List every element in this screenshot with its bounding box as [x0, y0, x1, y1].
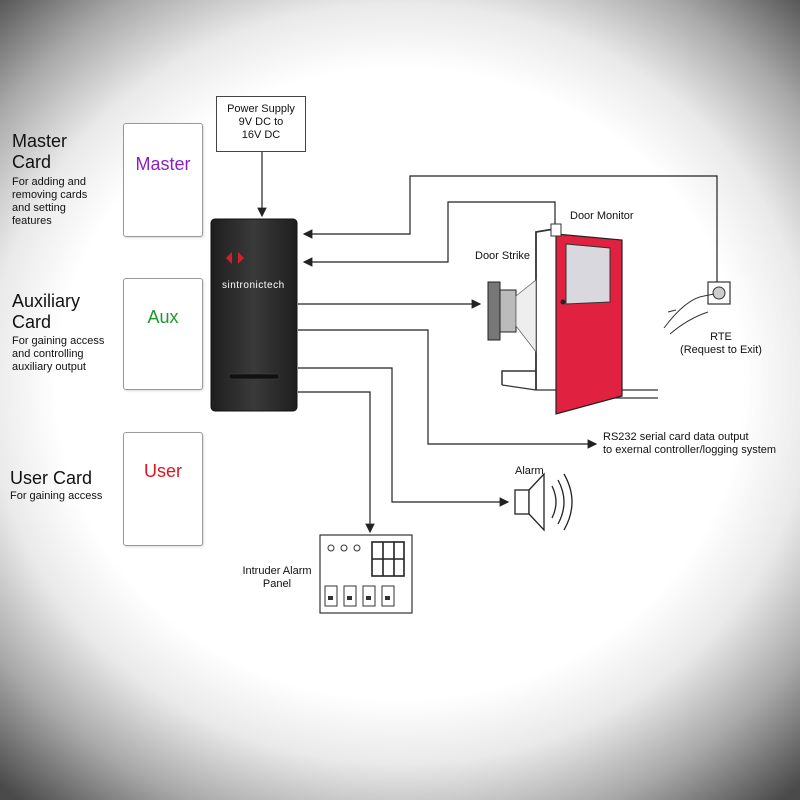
user-card-description: For gaining access	[10, 490, 103, 502]
card-reader	[210, 218, 298, 412]
alarm-icon	[514, 472, 573, 532]
intruder-panel-wire	[298, 391, 375, 534]
user-card-name: User	[143, 461, 182, 481]
door-strike-label: Door Strike	[475, 250, 531, 262]
aux-card-title: Auxiliary Card	[12, 291, 81, 332]
alarm-wire	[298, 367, 510, 507]
master-card-description: For adding and removing cards and settin…	[12, 176, 88, 227]
rte-icon	[663, 281, 731, 335]
reader-logo-icon	[226, 252, 232, 264]
master-card-title: Master Card	[12, 131, 68, 172]
intruder-alarm-panel-label: Intruder Alarm Panel	[242, 565, 312, 590]
reader-brand-label: sintronictech	[222, 280, 285, 291]
rte-label: RTE (Request to Exit)	[680, 331, 762, 356]
aux-card-description: For gaining access and controlling auxil…	[12, 335, 105, 373]
door-strike-icon	[487, 281, 501, 341]
wires	[257, 152, 718, 534]
door-window	[565, 243, 611, 305]
power-supply-box: Power Supply 9V DC to 16V DC	[216, 96, 306, 152]
door-assembly	[487, 223, 658, 415]
rs232-wire	[298, 329, 598, 449]
aux-card-name: Aux	[147, 307, 179, 327]
power-supply-line2: 9V DC to	[238, 116, 284, 128]
rte-wire	[302, 175, 718, 290]
door-monitor-wire	[302, 201, 556, 267]
aux-card: Aux	[123, 278, 203, 390]
alarm-label: Alarm	[515, 465, 544, 477]
intruder-alarm-panel-icon	[319, 534, 413, 614]
door-monitor-sensor	[550, 223, 562, 237]
master-card: Master	[123, 123, 203, 237]
door-monitor-label: Door Monitor	[570, 210, 634, 222]
user-card-title: User Card	[10, 468, 93, 488]
power-supply-line3: 16V DC	[241, 129, 281, 141]
user-card: User	[123, 432, 203, 546]
power-supply-line1: Power Supply	[227, 103, 295, 115]
master-card-name: Master	[135, 154, 191, 174]
rs232-label: RS232 serial card data output to exernal…	[603, 431, 777, 456]
